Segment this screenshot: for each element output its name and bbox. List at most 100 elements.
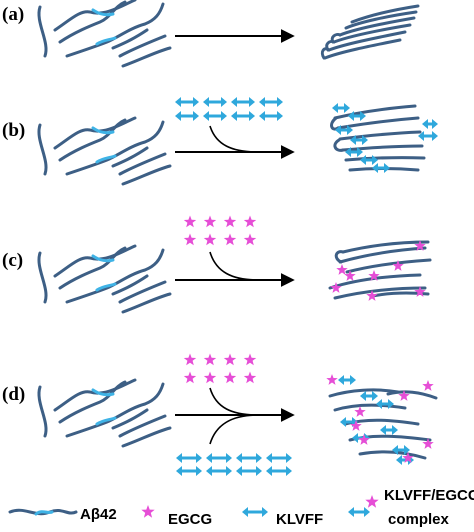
klvff-double-arrow-icon: [231, 111, 255, 121]
monomer-tangle-c: [37, 244, 172, 314]
star-icon: [141, 505, 155, 518]
egcg-cluster-d: [183, 353, 257, 384]
klvff-double-arrow-icon: [236, 453, 262, 463]
legend-item-egcg: EGCG: [141, 505, 212, 528]
monomer-tangle-b: [37, 116, 172, 186]
klvff-double-arrow-icon: [203, 97, 227, 107]
klvff-double-arrow-icon: [259, 111, 283, 121]
legend-label-klvff: KLVFF: [276, 511, 323, 528]
legend-label-complex: KLVFF/EGCG: [384, 487, 474, 504]
klvff-double-arrow-icon: [380, 425, 398, 435]
legend-label-egcg: EGCG: [168, 511, 212, 528]
egcg-star-icon: [243, 371, 257, 384]
legend-label-complex-2: complex: [388, 511, 450, 528]
legend-item-klvff: KLVFF: [242, 507, 323, 528]
klvff-double-arrow-icon: [345, 147, 363, 157]
merge-curve-d-top: [209, 387, 259, 416]
complex-bound-d: [326, 374, 434, 465]
egcg-star-icon: [368, 270, 380, 281]
egcg-star-icon: [203, 371, 217, 384]
egcg-star-icon: [330, 282, 342, 293]
egcg-star-icon: [223, 215, 237, 228]
egcg-star-icon: [344, 270, 356, 281]
egcg-star-icon: [350, 420, 362, 431]
product-aggregates: [320, 4, 438, 465]
egcg-star-icon: [183, 353, 197, 366]
klvff-double-arrow-icon: [236, 466, 262, 476]
fibril-b: [330, 104, 426, 172]
egcg-star-icon: [141, 505, 155, 518]
egcg-star-icon: [183, 215, 197, 228]
klvff-double-arrow-icon: [176, 453, 202, 463]
egcg-star-icon: [223, 233, 237, 246]
klvff-double-arrow-icon: [332, 103, 350, 113]
egcg-star-icon: [422, 380, 434, 391]
egcg-star-icon: [414, 240, 426, 251]
egcg-star-icon: [354, 406, 366, 417]
egcg-star-icon: [203, 233, 217, 246]
klvff-double-arrow-icon: [266, 466, 292, 476]
egcg-star-icon: [358, 434, 370, 445]
egcg-star-icon: [203, 353, 217, 366]
klvff-double-arrow-icon: [203, 111, 227, 121]
merge-curve-b: [209, 125, 259, 153]
merge-curve-c: [209, 251, 259, 281]
legend: Aβ42 EGCG KLVFF KLVFF/EGCG complex: [8, 487, 474, 528]
klvff-double-arrow-icon: [242, 507, 268, 517]
klvff-double-arrow-icon: [206, 453, 232, 463]
klvff-double-arrow-icon: [372, 163, 390, 173]
egcg-star-icon: [223, 371, 237, 384]
reagent-clusters: [175, 97, 292, 476]
klvff-cluster-d: [176, 453, 292, 476]
klvff-double-arrow-icon: [175, 97, 199, 107]
klvff-double-arrow-icon: [376, 399, 394, 409]
legend-item-abeta: Aβ42: [8, 506, 117, 523]
klvff-double-arrow-icon: [360, 391, 378, 401]
egcg-star-icon: [243, 233, 257, 246]
egcg-bound-c: [330, 240, 426, 301]
klvff-double-arrow-icon: [392, 445, 410, 455]
panel-label-a: (a): [2, 4, 24, 25]
egcg-star-icon: [402, 452, 414, 463]
egcg-cluster-c: [183, 215, 257, 246]
panel-label-b: (b): [2, 120, 25, 141]
klvff-double-arrow-icon: [360, 155, 378, 165]
fibril-a: [320, 4, 420, 60]
klvff-double-arrow-icon: [350, 135, 368, 145]
egcg-star-icon: [183, 371, 197, 384]
klvff-bound-b: [332, 103, 438, 173]
complex-icon: [348, 495, 379, 517]
egcg-star-icon: [366, 290, 378, 301]
klvff-double-arrow-icon: [175, 111, 199, 121]
egcg-star-icon: [414, 286, 426, 297]
egcg-star-icon: [223, 353, 237, 366]
egcg-star-icon: [243, 215, 257, 228]
legend-label-abeta: Aβ42: [80, 506, 117, 523]
klvff-double-arrow-icon: [348, 507, 370, 517]
egcg-star-icon: [183, 233, 197, 246]
klvff-double-arrow-icon: [348, 111, 366, 121]
egcg-star-icon: [243, 353, 257, 366]
egcg-star-icon: [336, 264, 348, 275]
egcg-star-icon: [398, 390, 410, 401]
merge-curve-d-bottom: [209, 414, 259, 445]
klvff-double-arrow-icon: [418, 131, 438, 141]
klvff-double-arrow-icon: [259, 97, 283, 107]
egcg-star-icon: [422, 438, 434, 449]
klvff-double-arrow-icon: [231, 97, 255, 107]
klvff-double-arrow-icon: [352, 433, 370, 443]
reaction-arrows: [175, 29, 295, 445]
klvff-double-arrow-icon: [338, 375, 356, 385]
egcg-star-icon: [203, 215, 217, 228]
monomer-tangle-d: [37, 378, 172, 448]
klvff-cluster-b: [175, 97, 283, 121]
egcg-star-icon: [365, 495, 379, 508]
klvff-double-arrow-icon: [206, 466, 232, 476]
monomer-tangle-a: [37, 0, 172, 68]
klvff-double-arrow-icon: [176, 466, 202, 476]
double-arrow-icon: [242, 507, 268, 517]
egcg-star-icon: [326, 374, 338, 385]
egcg-star-icon: [392, 260, 404, 271]
panel-label-d: (d): [2, 384, 25, 405]
